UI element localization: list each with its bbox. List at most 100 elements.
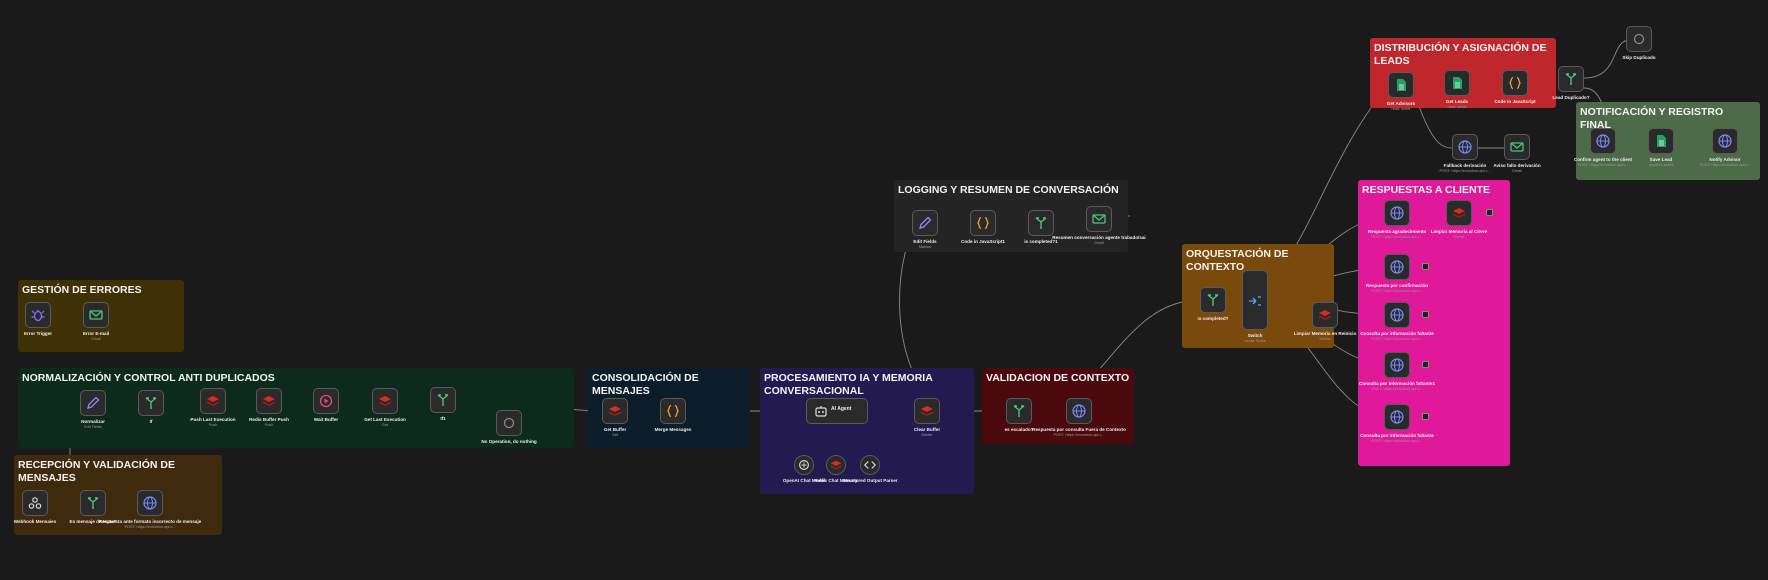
node-label: Save Lead xyxy=(1649,157,1673,162)
node-label: AI Agent xyxy=(831,406,852,412)
add-node-button[interactable] xyxy=(1422,311,1429,318)
node-label: Get Advisors xyxy=(1386,101,1416,106)
pencil-icon xyxy=(919,216,932,229)
node-label: Aviso fallo derivación xyxy=(1493,163,1541,168)
code-js-dist-node[interactable]: Code in JavaScript xyxy=(1494,70,1536,104)
webhook-icon xyxy=(28,497,42,509)
node-sublabel: mode: Rules xyxy=(1244,338,1266,343)
if-icon xyxy=(1035,217,1047,229)
http-icon xyxy=(1390,308,1404,322)
node-label: Push Last Execution xyxy=(190,417,236,422)
code-icon xyxy=(977,216,989,230)
code-icon xyxy=(667,404,679,418)
node-label: Respuesta ante formato incorrecto de men… xyxy=(98,519,202,524)
add-node-button[interactable] xyxy=(1422,413,1429,420)
if-icon xyxy=(1013,405,1025,417)
add-node-button[interactable] xyxy=(1486,209,1493,216)
is-completed-log-node[interactable]: is completed?1 xyxy=(1024,210,1058,244)
error-trigger-node[interactable]: Error Trigger xyxy=(24,302,52,336)
group-title: VALIDACION DE CONTEXTO xyxy=(986,372,1130,384)
code-js-log-node[interactable]: Code in JavaScript1 xyxy=(961,210,1005,244)
http-icon xyxy=(1390,206,1404,220)
robot-icon xyxy=(815,406,827,417)
es-mensaje-texto-node[interactable]: Es mensaje de texto? xyxy=(70,490,116,524)
node-sublabel: Gmail xyxy=(1094,240,1104,245)
http-icon xyxy=(143,496,157,510)
node-sublabel: Get xyxy=(611,432,619,437)
noop-icon xyxy=(1633,33,1645,45)
ai-agent-node[interactable]: AI Agent xyxy=(806,398,868,424)
node-label: Resumen conversación agente trabado/sai xyxy=(1052,235,1146,240)
group-recepcion[interactable]: RECEPCIÓN Y VALIDACIÓN DE MENSAJES xyxy=(14,455,222,535)
redis-chat-memory-node[interactable]: Redis Chat Memory xyxy=(815,455,857,483)
if1-node[interactable]: If1 xyxy=(430,387,456,421)
node-sublabel: read: sheet xyxy=(1447,104,1467,109)
if-node[interactable]: If xyxy=(138,390,164,424)
es-escalado-node[interactable]: es escalado? xyxy=(1005,398,1033,432)
node-sublabel: Gmail xyxy=(1512,168,1522,173)
group-procesamiento[interactable]: PROCESAMIENTO IA Y MEMORIA CONVERSACIONA… xyxy=(760,368,974,494)
node-sublabel: Delete xyxy=(1319,336,1331,341)
pencil-icon xyxy=(87,396,100,409)
node-label: Get Last Execution xyxy=(364,417,406,422)
wait-buffer-node[interactable]: Wait Buffer xyxy=(313,388,339,422)
group-validacion[interactable]: VALIDACION DE CONTEXTO xyxy=(982,368,1134,444)
if-icon xyxy=(1565,73,1577,85)
is-completed-node[interactable]: is completed? xyxy=(1198,287,1228,321)
node-label: Consulta por información faltante xyxy=(1360,331,1434,336)
merge-messages-node[interactable]: Merge Messages xyxy=(655,398,691,432)
node-sublabel: Manual xyxy=(918,244,932,249)
node-label: Redis Chat Memory xyxy=(814,478,858,483)
add-node-button[interactable] xyxy=(1422,361,1429,368)
redis-icon xyxy=(379,396,391,406)
webhook-node[interactable]: Webhook Mensaies xyxy=(14,490,56,524)
node-sublabel: append: sheet xyxy=(1648,162,1674,167)
node-label: If1 xyxy=(440,416,446,421)
node-label: Consulta por información faltante xyxy=(1360,433,1434,438)
node-sublabel: Delete xyxy=(921,432,933,437)
openai-chat-model-node[interactable]: OpenAI Chat Model xyxy=(783,455,825,483)
node-sublabel: POST: https://evolution-api.c... xyxy=(1371,234,1423,239)
structured-output-parser-node[interactable]: Structured Output Parser xyxy=(842,455,898,483)
respuesta-formato-node[interactable]: Respuesta ante formato incorrecto de men… xyxy=(99,490,201,529)
skip-duplicado-node[interactable]: Skip Duplicado xyxy=(1622,26,1656,60)
group-respuestas[interactable]: RESPUESTAS A CLIENTE xyxy=(1358,180,1510,466)
node-label: Respuesta por confirmación xyxy=(1365,283,1429,288)
sheets-icon xyxy=(1397,79,1406,91)
node-label: is completed?1 xyxy=(1024,239,1058,244)
group-normalizacion[interactable]: NORMALIZACIÓN Y CONTROL ANTI DUPLICADOS xyxy=(18,368,574,448)
node-label: Normalizar xyxy=(81,419,105,424)
add-node-button[interactable] xyxy=(1422,263,1429,270)
redis-icon xyxy=(830,460,842,470)
lead-duplicado-node[interactable]: Lead Duplicado? xyxy=(1552,66,1590,100)
no-operation-node[interactable]: No Operation, do nothing xyxy=(481,410,537,444)
redis-icon xyxy=(609,406,621,416)
respuesta-fuera-contexto-node[interactable]: Respuesta por consulta Fuera de Contexto… xyxy=(1032,398,1126,437)
node-sublabel: POST: https://evolution-api.c... xyxy=(1053,432,1105,437)
